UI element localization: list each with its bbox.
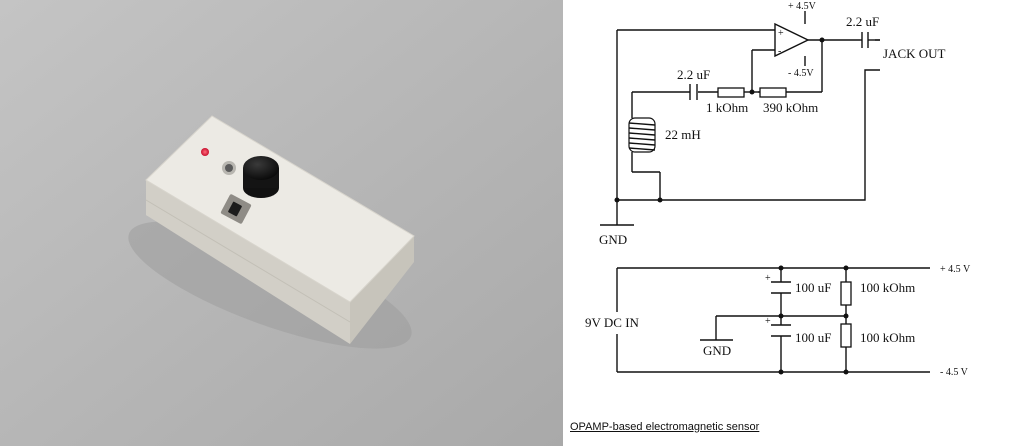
gnd-bottom-label: GND xyxy=(703,343,731,358)
opamp-plus: + xyxy=(778,28,784,39)
input-capacitor xyxy=(689,84,698,100)
supply-neg-label: - 4.5V xyxy=(788,68,814,79)
junction-dot xyxy=(657,197,663,203)
psu-capacitor-2: + xyxy=(765,316,791,337)
enclosure-box xyxy=(145,115,415,344)
upper-circuit-wires xyxy=(616,11,880,225)
output-capacitor xyxy=(860,32,880,48)
gnd-top-label: GND xyxy=(599,232,627,247)
led-indicator xyxy=(201,148,209,156)
psu-neg-label: - 4.5 V xyxy=(940,367,969,378)
junction-dot xyxy=(843,313,849,319)
resistor-390k xyxy=(759,87,787,98)
junction-dot xyxy=(843,265,849,271)
input-cap-label: 2.2 uF xyxy=(677,67,710,82)
jack-socket xyxy=(222,161,236,175)
junction-dot xyxy=(749,89,755,95)
psu-capacitor-1: + xyxy=(765,273,791,294)
resistor-1k-label: 1 kOhm xyxy=(706,100,748,115)
junction-dot xyxy=(614,197,620,203)
junction-dot xyxy=(778,265,784,271)
potentiometer-knob xyxy=(243,156,279,198)
svg-text:+: + xyxy=(765,316,771,327)
junction-dot xyxy=(843,369,849,375)
inductor-coil xyxy=(628,117,656,153)
device-photo xyxy=(0,0,563,446)
resistor-1k xyxy=(717,87,745,98)
toggle-switch xyxy=(220,194,252,224)
psu-resistor-1 xyxy=(840,281,852,306)
svg-text:+: + xyxy=(765,273,771,284)
psu-resistor-2 xyxy=(840,323,852,348)
resistor-390k-label: 390 kOhm xyxy=(763,100,818,115)
junction-dot xyxy=(778,369,784,375)
opamp-minus: - xyxy=(778,46,781,57)
dc-in-label: 9V DC IN xyxy=(585,315,640,330)
supply-pos-label: + 4.5V xyxy=(788,1,817,12)
opamp-symbol: + - xyxy=(774,22,810,58)
output-cap-label: 2.2 uF xyxy=(846,14,879,29)
inductor-label: 22 mH xyxy=(665,127,701,142)
junction-dot xyxy=(819,37,825,43)
psu-cap2-label: 100 uF xyxy=(795,330,831,345)
psu-res1-label: 100 kOhm xyxy=(860,280,915,295)
jack-out-label: JACK OUT xyxy=(883,46,946,61)
junction-dot xyxy=(778,313,784,319)
psu-cap1-label: 100 uF xyxy=(795,280,831,295)
psu-res2-label: 100 kOhm xyxy=(860,330,915,345)
psu-pos-label: + 4.5 V xyxy=(940,264,971,275)
figure-caption: OPAMP-based electromagnetic sensor xyxy=(570,421,760,433)
